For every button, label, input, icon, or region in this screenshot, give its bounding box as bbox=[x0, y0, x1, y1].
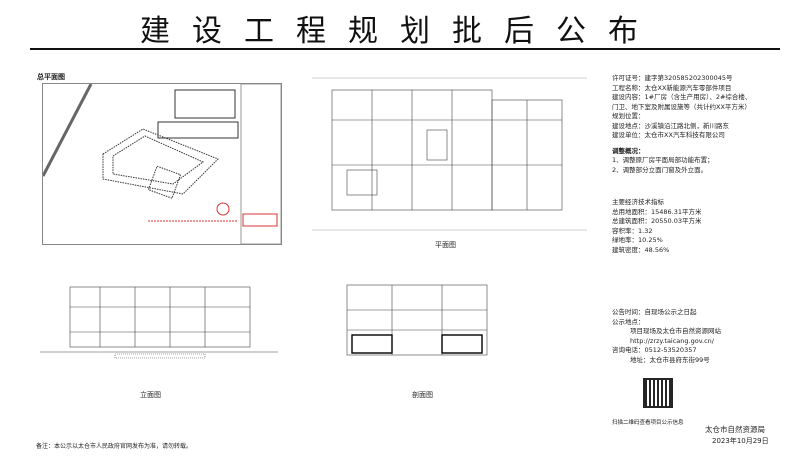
metrics: 主要经济技术指标 总用地面积：15486.31平方米 总建筑面积：20550.0… bbox=[612, 198, 702, 255]
floor-plan-label: 平面图 bbox=[435, 241, 456, 249]
metric-item: 绿地率：10.25% bbox=[612, 236, 663, 244]
elevation-label: 立面图 bbox=[140, 391, 161, 399]
project-info: 许可证号：建字第320585202300045号 工程名称：太仓XX新能源汽车零… bbox=[612, 74, 751, 175]
footnote: 备注：本公示以太仓市人民政府官网发布为准，请勿转载。 bbox=[36, 443, 193, 450]
floor-plan-drawing bbox=[312, 77, 587, 231]
project-scope: 建设内容：1#厂房（含生产用房）、2#综合楼、 bbox=[612, 93, 752, 101]
project-scope-cont: 门卫、地下室及附属设施等（共计约XX平方米） bbox=[612, 102, 751, 111]
qr-code-icon[interactable] bbox=[643, 378, 673, 408]
section-drawing bbox=[346, 284, 488, 356]
project-location: 建设地点：沙溪镇沿江路北侧，新川路东 bbox=[612, 121, 729, 130]
page-title: 建设工程规划批后公布 bbox=[140, 14, 660, 49]
contact-phone: 咨询电话：0512-53520357 bbox=[612, 346, 697, 354]
publication-period: 公告时间：自现场公示之日起 bbox=[612, 308, 697, 316]
site-plan-label: 总平面图 bbox=[37, 73, 65, 81]
publication-url[interactable]: http://zrzy.taicang.gov.cn/ bbox=[630, 336, 714, 345]
metric-item: 建筑密度：48.56% bbox=[612, 245, 670, 254]
contact-address: 地址：太仓市县府东街99号 bbox=[630, 355, 710, 364]
permit-number: 许可证号：建字第320585202300045号 bbox=[612, 74, 733, 82]
overview-item: 2、调整部分立面门窗及外立面。 bbox=[612, 165, 708, 174]
section-label: 剖面图 bbox=[412, 391, 433, 399]
project-name: 工程名称：太仓XX新能源汽车零部件项目 bbox=[612, 83, 732, 92]
metrics-title: 主要经济技术指标 bbox=[612, 198, 664, 206]
site-plan-drawing bbox=[42, 83, 282, 245]
project-unit: 建设单位：太仓市XX汽车科技有限公司 bbox=[612, 131, 725, 139]
overview-item: 1、调整原厂房平面局部功能布置； bbox=[612, 156, 714, 164]
publication-place: 项目现场及太仓市自然资源网站 bbox=[630, 327, 721, 335]
project-position: 规划位置： bbox=[612, 112, 645, 120]
qr-caption: 扫描二维码查看项目公示信息 bbox=[612, 420, 684, 426]
elevation-drawing bbox=[40, 286, 278, 359]
issue-date: 2023年10月29日 bbox=[712, 437, 769, 445]
publication-place-title: 公示地点： bbox=[612, 317, 645, 326]
metric-item: 总建筑面积：20550.03平方米 bbox=[612, 217, 702, 225]
metric-item: 容积率：1.32 bbox=[612, 226, 653, 235]
overview-title: 调整概况： bbox=[612, 146, 645, 155]
title-divider bbox=[30, 48, 780, 50]
issuer: 太仓市自然资源局 bbox=[705, 425, 765, 434]
metric-item: 总用地面积：15486.31平方米 bbox=[612, 207, 702, 216]
publication-info: 公告时间：自现场公示之日起 公示地点： 项目现场及太仓市自然资源网站 http:… bbox=[612, 308, 721, 365]
